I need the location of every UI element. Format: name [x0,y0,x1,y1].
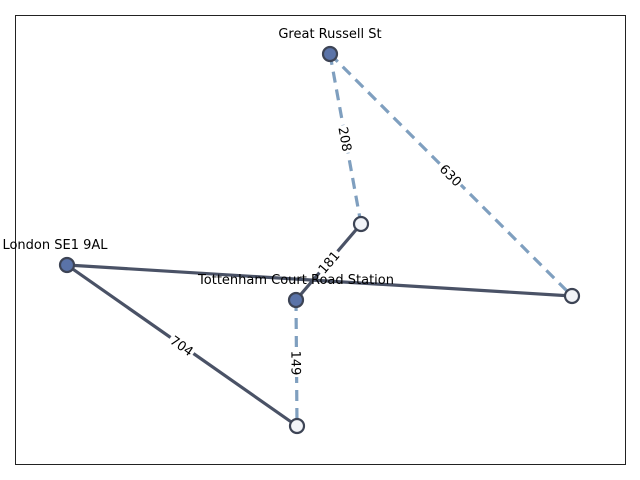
nodes-layer [58,45,581,435]
plot-frame [15,15,626,465]
edge-e-se1-right [65,263,574,298]
edge-label-background [165,330,199,361]
edge-label: 149 [287,351,302,376]
node-label-tottenham-court-road-station: Tottenham Court Road Station [197,273,394,288]
edge-e-grs-mid [328,53,363,225]
edges-layer [65,52,574,428]
edge-label: 208 [334,126,353,153]
edge-label-group: 704 [165,330,199,361]
edge-label-background [434,158,468,192]
node-node-right [563,287,581,305]
node-labels-layer: Great Russell St London SE1 9AL Tottenham … [2,27,394,288]
edge-label-group: 149 [287,348,306,378]
edge-label-group: 208 [334,123,357,155]
node-tottenham-court-road-station [287,291,305,309]
node-label-great-russell-st: Great Russell St [278,27,381,42]
node-london-se1-9al [58,256,76,274]
edge-label-background [287,348,306,378]
node-label-london-se1-9al: London SE1 9AL [2,238,108,253]
node-great-russell-st [321,45,339,63]
node-node-bottom [288,417,306,435]
node-node-mid [352,215,370,233]
edge-label-background [312,245,345,279]
edge-label-background [334,123,357,155]
